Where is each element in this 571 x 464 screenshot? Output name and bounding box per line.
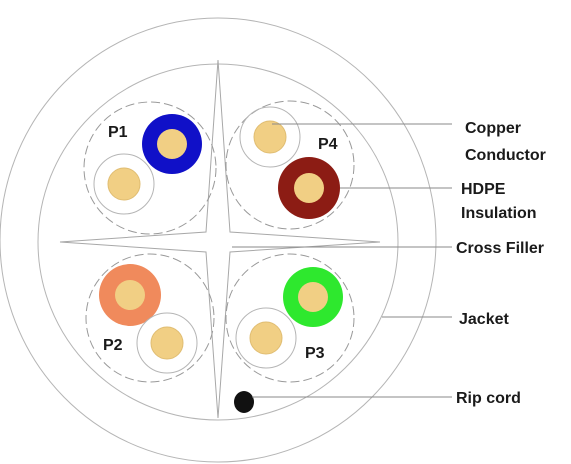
pair-p2-conductor [150, 326, 184, 360]
callout-copper-line-2: Conductor [465, 147, 546, 164]
pair-p2-label: P2 [103, 337, 123, 354]
callout-copper-line-1: Copper [465, 120, 521, 137]
pair-p1-conductor [107, 167, 141, 201]
pair-p3-insulated-conductor [298, 282, 328, 312]
pair-p4-group: P4 [225, 100, 355, 230]
jacket-outer-outline [0, 17, 437, 463]
rip-cord [234, 391, 254, 413]
callout-hdpe-line-2: Insulation [461, 205, 537, 222]
pair-p2-binder [85, 253, 215, 383]
pair-p4-conductor [253, 120, 287, 154]
pair-p3-group: P3 [225, 253, 355, 383]
pair-p4-label: P4 [318, 136, 338, 153]
pair-p4-conductor-outline [239, 106, 301, 168]
pair-p2-group: P2 [85, 253, 215, 383]
pair-p4-binder [225, 100, 355, 230]
callout-rip-cord: Rip cord [456, 390, 521, 407]
callout-hdpe-line-1: HDPE [461, 181, 506, 198]
pair-p2-conductor-outline [136, 312, 198, 374]
callout-cross-filler: Cross Filler [456, 240, 544, 257]
pair-p3-conductor-outline [235, 307, 297, 369]
pair-p1-label: P1 [108, 124, 128, 141]
pair-p1-group: P1 [83, 101, 217, 235]
pair-p4-insulated-conductor [294, 173, 324, 203]
pair-p3-conductor [249, 321, 283, 355]
pair-p2-insulated-conductor [115, 280, 145, 310]
pair-p3-binder [225, 253, 355, 383]
pair-p3-label: P3 [305, 345, 325, 362]
cross-filler [59, 59, 381, 419]
pair-p1-conductor-outline [93, 153, 155, 215]
callout-jacket: Jacket [459, 311, 509, 328]
pair-p1-insulated-conductor [157, 129, 187, 159]
pair-p1-binder [83, 101, 217, 235]
